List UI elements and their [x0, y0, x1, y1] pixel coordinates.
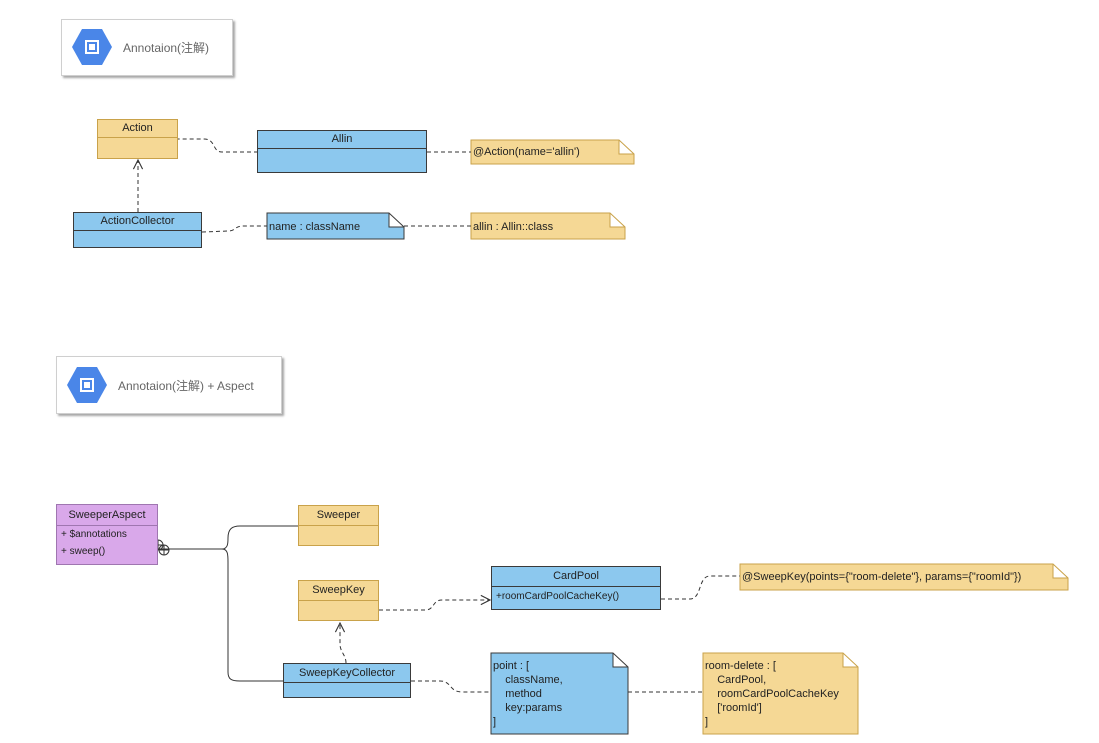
note-action-annotation[interactable]: @Action(name='allin')	[471, 140, 635, 165]
note-text: @Action(name='allin')	[473, 146, 580, 158]
edge-aspect-to-sweeper	[158, 525, 299, 550]
containment-circle-icon	[158, 544, 170, 556]
note-text: @SweepKey(points={"room-delete"}, params…	[742, 571, 1022, 583]
class-name: SweepKeyCollector	[284, 664, 410, 683]
note-text: point : [ className, method key:params ]	[493, 660, 563, 728]
note-shape-sweep-key-annotation	[739, 563, 1069, 591]
note-shape-allin-class	[470, 212, 626, 240]
edge-collector-to-name-note	[201, 225, 267, 233]
note-name-classname[interactable]: name : className	[267, 213, 405, 240]
class-name: Allin	[258, 131, 426, 149]
section-title: Annotaion(注解)	[123, 41, 210, 55]
class-sweep-key[interactable]: SweepKey	[298, 580, 379, 621]
note-text: room-delete : [ CardPool, roomCardPoolCa…	[705, 660, 839, 728]
class-name: Action	[98, 120, 177, 138]
note-text: name : className	[269, 221, 361, 233]
edge-collector-to-sweepkey	[340, 623, 347, 664]
edge-allin-to-action	[168, 139, 258, 153]
class-name: ActionCollector	[74, 213, 201, 231]
class-sweeper[interactable]: Sweeper	[298, 505, 379, 546]
edge-sweepkey-to-cardpool	[379, 600, 490, 611]
note-shape-room-delete	[702, 652, 859, 735]
class-action[interactable]: Action	[97, 119, 178, 159]
chip-hexagon-icon	[72, 29, 112, 65]
class-sweep-key-collector[interactable]: SweepKeyCollector	[283, 663, 411, 698]
class-name: SweeperAspect	[57, 505, 157, 526]
class-member: + $annotations	[61, 529, 127, 540]
class-card-pool[interactable]: CardPool +roomCardPoolCacheKey()	[491, 566, 661, 610]
class-member: + sweep()	[61, 546, 106, 557]
chip-hexagon-icon	[67, 367, 107, 403]
class-name: SweepKey	[299, 581, 378, 601]
note-room-delete[interactable]: room-delete : [ CardPool, roomCardPoolCa…	[703, 653, 859, 735]
class-action-collector[interactable]: ActionCollector	[73, 212, 202, 248]
edge-collector-to-point-note	[411, 680, 491, 693]
edge-cardpool-to-annotation-note	[661, 575, 740, 600]
note-allin-class[interactable]: allin : Allin::class	[471, 213, 626, 240]
class-name: Sweeper	[299, 506, 378, 526]
note-shape-name-classname	[266, 212, 405, 240]
class-member: +roomCardPoolCacheKey()	[496, 591, 620, 602]
note-shape-action-annotation	[470, 139, 635, 165]
note-point[interactable]: point : [ className, method key:params ]	[491, 653, 629, 735]
section-title-card: Annotaion(注解) + Aspect	[56, 356, 282, 414]
section-title-card: Annotaion(注解)	[61, 19, 233, 76]
note-shape-point	[490, 652, 629, 735]
note-text: allin : Allin::class	[473, 221, 554, 233]
section-title: Annotaion(注解) + Aspect	[118, 378, 254, 393]
class-name: CardPool	[492, 567, 660, 587]
edge-aspect-to-collector	[221, 548, 283, 682]
class-sweeper-aspect[interactable]: SweeperAspect + $annotations + sweep()	[56, 504, 158, 565]
class-allin[interactable]: Allin	[257, 130, 427, 173]
note-sweep-key-annotation[interactable]: @SweepKey(points={"room-delete"}, params…	[740, 564, 1069, 591]
